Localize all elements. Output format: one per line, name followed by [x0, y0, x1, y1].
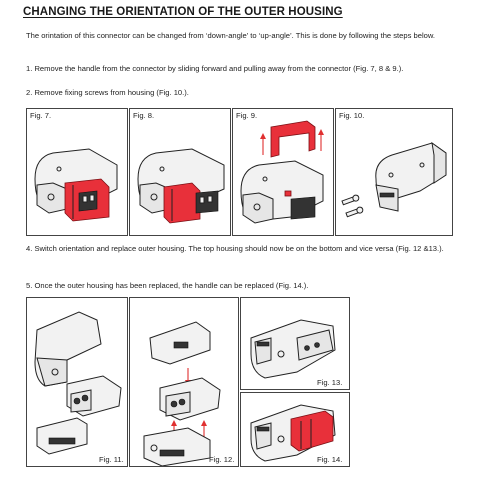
figure-10-illustration [341, 141, 447, 218]
figure-8: Fig. 8. [129, 108, 231, 236]
figure-11: Fig. 11. [26, 297, 128, 467]
figure-9-illustration [240, 120, 324, 224]
figure-7-label: Fig. 7. [30, 111, 52, 120]
figure-9-label: Fig. 9. [236, 111, 258, 120]
figure-14-label: Fig. 14. [317, 455, 343, 464]
figure-9: Fig. 9. [232, 108, 334, 236]
step-1-text: 1. Remove the handle from the connector … [26, 64, 404, 73]
figure-13-illustration [250, 319, 336, 379]
figure-8-label: Fig. 8. [133, 111, 155, 120]
figure-12-illustration [143, 321, 221, 466]
step-2-text: 2. Remove fixing screws from housing (Fi… [26, 88, 189, 97]
figure-12-label: Fig. 12. [209, 455, 235, 464]
figure-12: Fig. 12. [129, 297, 239, 467]
figure-14: Fig. 14. [240, 392, 350, 467]
figure-11-label: Fig. 11. [99, 455, 124, 464]
figure-11-illustration [34, 311, 122, 455]
figure-7: Fig. 7. [26, 108, 128, 236]
figure-10-label: Fig. 10. [339, 111, 365, 120]
figure-10: Fig. 10. [335, 108, 453, 236]
figure-13: Fig. 13. [240, 297, 350, 390]
figure-13-label: Fig. 13. [317, 378, 343, 387]
intro-text: The orintation of this connector can be … [26, 31, 436, 40]
step-5-text: 5. Once the outer housing has been repla… [26, 281, 309, 290]
page-title: CHANGING THE ORIENTATION OF THE OUTER HO… [23, 6, 343, 18]
step-4-text: 4. Switch orientation and replace outer … [26, 244, 444, 253]
figure-8-illustration [137, 148, 225, 224]
figure-14-illustration [250, 404, 336, 462]
figure-7-illustration [34, 148, 118, 222]
